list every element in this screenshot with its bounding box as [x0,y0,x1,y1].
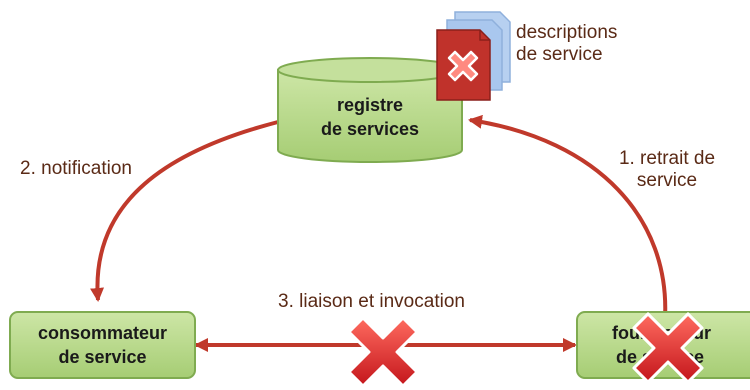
registry-node [277,57,463,163]
provider-label: fournisseur de service [590,321,750,369]
consumer-node [9,311,196,379]
notification-arrow [90,120,279,302]
consumer-label-line1: consommateur [37,323,168,343]
consumer-label: consommateur de service [10,321,195,369]
descriptions-label-line1: descriptions [516,22,618,43]
binding-label: 3. liaison et invocation [278,291,465,312]
binding-cross-icon [347,316,419,388]
provider-label-line2: de service [616,347,705,367]
withdrawal-label-line2: service [636,170,698,191]
descriptions-label: descriptions de service [516,22,617,66]
document-cross-icon [447,50,479,82]
withdrawal-label-line1: 1. retrait de [618,148,716,169]
registry-label-line1: registre [336,95,404,115]
provider-label-line1: fournisseur [612,323,712,343]
withdrawal-arrow [468,114,668,319]
registry-label: registre de services [278,93,462,141]
withdrawal-label: 1. retrait de service [602,148,732,192]
consumer-label-line2: de service [58,347,147,367]
descriptions-label-line2: de service [516,44,603,65]
notification-label: 2. notification [20,158,132,179]
registry-label-line2: de services [320,119,420,139]
